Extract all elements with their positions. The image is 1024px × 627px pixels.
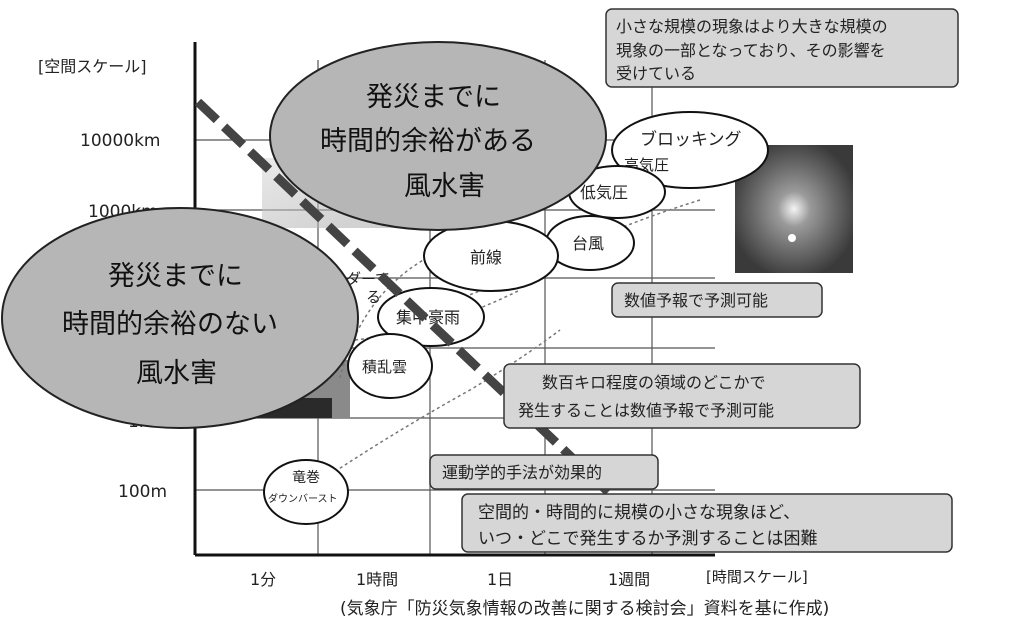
callout-numerical-forecast: 数値予報で予測可能 <box>611 282 823 318</box>
bubble-without-time-margin: 発災までに 時間的余裕のない 風水害 <box>1 207 359 429</box>
svg-text:前線: 前線 <box>470 248 502 267</box>
svg-text:発災までに: 発災までに <box>366 82 501 113</box>
phenomenon-radar-fragment: ダーで る <box>346 270 390 306</box>
callout-prediction-difficulty: 空間的・時間的に規模の小さな現象ほど、 いつ・どこで発生するか予測することは困難 <box>461 493 953 553</box>
svg-text:受けている: 受けている <box>616 64 696 83</box>
svg-text:風水害: 風水害 <box>404 171 485 202</box>
x-tick-1hour: 1時間 <box>356 570 398 589</box>
svg-text:小さな規模の現象はより大きな規模の: 小さな規模の現象はより大きな規模の <box>616 17 888 36</box>
svg-text:台風: 台風 <box>572 234 604 253</box>
svg-text:時間的余裕がある: 時間的余裕がある <box>320 126 536 157</box>
x-tick-1min: 1分 <box>250 570 276 589</box>
phenomenon-front: 前線 <box>423 220 559 292</box>
phenomenon-cumulonimbus: 積乱雲 <box>347 333 433 399</box>
callout-kinematic-method: 運動学的手法が効果的 <box>429 454 659 490</box>
svg-text:積乱雲: 積乱雲 <box>362 358 407 376</box>
svg-text:数値予報で予測可能: 数値予報で予測可能 <box>624 291 768 310</box>
svg-text:運動学的手法が効果的: 運動学的手法が効果的 <box>442 463 602 482</box>
y-tick-10000km: 10000km <box>80 131 160 151</box>
phenomenon-blocking: ブロッキング 高気圧 <box>611 111 769 189</box>
x-tick-1week: 1週間 <box>608 570 650 589</box>
svg-text:現象の一部となっており、その影響を: 現象の一部となっており、その影響を <box>616 41 886 60</box>
source-caption: (気象庁「防災気象情報の改善に関する検討会」資料を基に作成) <box>340 599 829 619</box>
phenomenon-tornado: 竜巻 ダウンバースト <box>263 459 349 525</box>
svg-text:発災までに: 発災までに <box>108 261 243 292</box>
svg-text:数百キロ程度の領域のどこかで: 数百キロ程度の領域のどこかで <box>542 373 766 392</box>
phenomenon-typhoon: 台風 <box>545 215 635 271</box>
callout-regional-forecast: 数百キロ程度の領域のどこかで 発生することは数値予報で予測可能 <box>503 363 861 429</box>
phenomenon-low-pressure: 低気圧 <box>568 165 666 219</box>
svg-text:時間的余裕のない: 時間的余裕のない <box>62 309 278 340</box>
x-axis-title: [時間スケール] <box>706 568 808 586</box>
svg-text:低気圧: 低気圧 <box>580 183 628 202</box>
svg-text:集中豪雨: 集中豪雨 <box>396 308 460 327</box>
x-tick-1day: 1日 <box>487 570 513 589</box>
svg-text:ダーで: ダーで <box>346 270 390 288</box>
svg-text:いつ・どこで発生するか予測することは困難: いつ・どこで発生するか予測することは困難 <box>478 529 818 549</box>
svg-text:発生することは数値予報で予測可能: 発生することは数値予報で予測可能 <box>518 401 774 420</box>
svg-text:竜巻: 竜巻 <box>292 469 320 486</box>
blocking-label: ブロッキング <box>640 129 742 150</box>
svg-text:る: る <box>366 288 381 306</box>
svg-text:風水害: 風水害 <box>136 358 217 389</box>
typhoon-eye <box>788 234 796 242</box>
bubble-with-time-margin: 発災までに 時間的余裕がある 風水害 <box>269 41 607 231</box>
svg-text:空間的・時間的に規模の小さな現象ほど、: 空間的・時間的に規模の小さな現象ほど、 <box>478 503 800 523</box>
y-tick-100m: 100m <box>118 482 167 502</box>
svg-text:ダウンバースト: ダウンバースト <box>268 492 338 505</box>
y-axis-title: [空間スケール] <box>38 57 147 76</box>
callout-scale-note: 小さな規模の現象はより大きな規模の 現象の一部となっており、その影響を 受けてい… <box>605 8 959 88</box>
phenomenon-concentrated-rain: 集中豪雨 <box>377 287 485 347</box>
